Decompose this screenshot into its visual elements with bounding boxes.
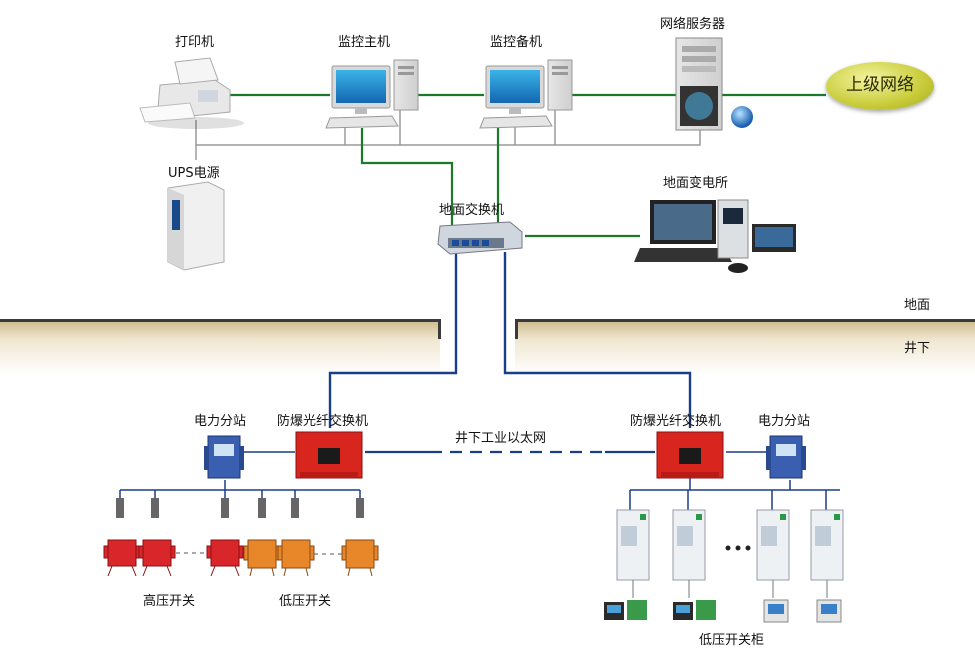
meter-devices [604, 599, 842, 623]
fiber-switch-right-label: 防爆光纤交换机 [630, 414, 722, 429]
equipment-lines [119, 451, 840, 510]
monitor-main-label: 监控主机 [338, 35, 391, 50]
surface-label: 地面 [904, 298, 931, 313]
monitor-backup-computer-icon [479, 59, 573, 129]
monitor-main-computer-icon [325, 59, 419, 129]
network-server-icon [675, 37, 753, 131]
industrial-ethernet-label: 井下工业以太网 [455, 431, 547, 446]
low-voltage-switches [243, 539, 379, 577]
fiber-switch-left-label: 防爆光纤交换机 [277, 414, 369, 429]
high-voltage-switches [103, 539, 244, 577]
high-voltage-switch-label: 高压开关 [143, 594, 196, 609]
power-substation-right-label: 电力分站 [758, 414, 811, 429]
network-links-green [228, 93, 826, 238]
low-voltage-cabinets [616, 509, 844, 598]
underground-label: 井下 [904, 341, 931, 356]
low-voltage-switch-label: 低压开关 [279, 594, 332, 609]
fiber-switch-right-icon [656, 431, 724, 479]
upper-network-cloud [826, 62, 934, 110]
power-substation-right-icon [766, 435, 806, 479]
power-substation-left-icon [204, 435, 244, 479]
fiber-switch-left-icon [295, 431, 363, 479]
ups-icon [167, 181, 225, 271]
lan-gray-lines [195, 110, 701, 160]
ground-switch-label: 地面交换机 [439, 203, 505, 218]
ground-boundary [0, 319, 975, 374]
monitor-backup-label: 监控备机 [490, 35, 543, 50]
ground-switch-icon [437, 221, 523, 255]
upper-network-label: 上级网络 [846, 75, 914, 95]
printer-label: 打印机 [175, 35, 215, 50]
fiber-links-blue [328, 252, 692, 428]
low-voltage-cabinet-label: 低压开关柜 [699, 633, 765, 648]
network-server-label: 网络服务器 [660, 17, 726, 32]
printer-icon [139, 57, 244, 129]
ground-substation-icon [634, 199, 796, 273]
ups-label: UPS电源 [168, 166, 220, 181]
power-substation-left-label: 电力分站 [194, 414, 247, 429]
ground-substation-label: 地面变电所 [663, 176, 729, 191]
switch-connectors [116, 498, 364, 518]
